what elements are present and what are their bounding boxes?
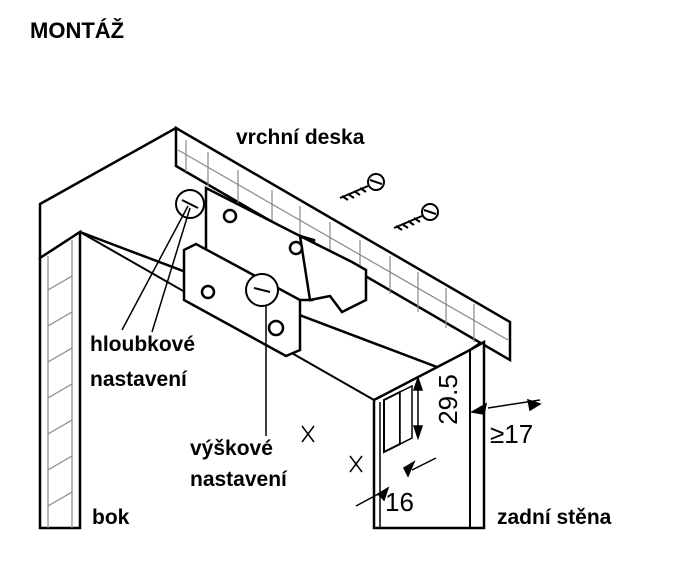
page-title: MONTÁŽ — [30, 18, 125, 43]
label-back-wall: zadní stěna — [497, 506, 612, 529]
dimension-29-5: 29.5 — [432, 374, 463, 425]
label-side: bok — [92, 506, 130, 529]
dimension-lines — [355, 375, 542, 507]
label-height-adjust-1: výškové — [190, 437, 273, 460]
depth-adjust-screw — [175, 189, 205, 219]
drill-marks — [301, 425, 363, 473]
label-depth-adjust-2: nastavení — [90, 368, 187, 391]
label-height-adjust-2: nastavení — [190, 468, 287, 491]
side-panel-texture — [47, 240, 73, 528]
leader-lines — [121, 205, 267, 436]
height-adjust-screw — [245, 273, 279, 307]
label-depth-adjust-1: hloubkové — [90, 333, 196, 356]
top-board-front — [174, 125, 512, 363]
dimension-16: 16 — [385, 487, 414, 517]
screw-1 — [339, 173, 385, 201]
hanger-bracket — [182, 185, 368, 358]
dimension-17: ≥17 — [490, 419, 534, 449]
side-panel — [38, 229, 82, 530]
label-top-board: vrchní deska — [236, 126, 365, 149]
screw-2 — [393, 203, 439, 231]
